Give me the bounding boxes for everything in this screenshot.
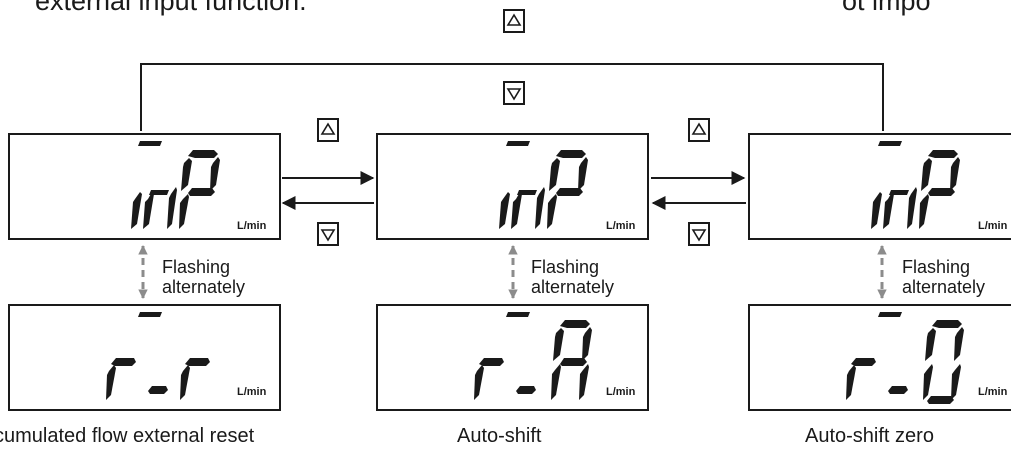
segment-readout-inp (499, 141, 588, 229)
down-button[interactable] (688, 222, 710, 246)
lcd-display-3-top: L/min (748, 133, 1011, 240)
lcd-display-2-top: L/min (376, 133, 649, 240)
segment-readout-r-r (106, 312, 210, 400)
instruction-heading-right: ot impo (842, 0, 931, 16)
unit-label: L/min (978, 220, 1008, 232)
segment-readout-r-a (474, 312, 592, 400)
unit-label: L/min (606, 220, 636, 232)
down-button[interactable] (503, 81, 525, 105)
unit-label: L/min (978, 386, 1008, 398)
up-arrow-icon (691, 122, 707, 135)
flashing-note: Flashing alternately (162, 257, 245, 297)
flashing-note-line2: alternately (162, 277, 246, 297)
up-button[interactable] (688, 118, 710, 142)
flashing-note: Flashing alternately (902, 257, 985, 297)
flashing-note-line1: Flashing (531, 257, 600, 277)
segment-readout-inp (871, 141, 960, 229)
lcd-display-1-bottom: L/min (8, 304, 281, 411)
down-arrow-icon (691, 229, 707, 242)
flashing-note-line1: Flashing (162, 257, 231, 277)
caption-cumulated-flow-external-reset: cumulated flow external reset (0, 425, 255, 447)
segment-readout-inp (131, 141, 220, 229)
lcd-display-2-bottom: L/min (376, 304, 649, 411)
down-button[interactable] (317, 222, 339, 246)
instruction-heading: external input function. (35, 0, 307, 16)
up-arrow-icon (506, 13, 522, 26)
lcd-display-3-bottom: L/min (748, 304, 1011, 411)
flashing-note-line2: alternately (902, 277, 986, 297)
unit-label: L/min (237, 386, 267, 398)
segment-readout-r-0 (846, 312, 964, 404)
caption-auto-shift-zero: Auto-shift zero (805, 425, 934, 447)
caption-auto-shift: Auto-shift (457, 425, 542, 447)
flashing-note-line1: Flashing (902, 257, 971, 277)
down-arrow-icon (320, 229, 336, 242)
up-button[interactable] (503, 9, 525, 33)
lcd-display-1-top: L/min (8, 133, 281, 240)
up-button[interactable] (317, 118, 339, 142)
down-arrow-icon (506, 88, 522, 101)
up-arrow-icon (320, 122, 336, 135)
flashing-note: Flashing alternately (531, 257, 614, 297)
flashing-note-line2: alternately (531, 277, 615, 297)
loop-line (140, 63, 884, 131)
unit-label: L/min (237, 220, 267, 232)
unit-label: L/min (606, 386, 636, 398)
